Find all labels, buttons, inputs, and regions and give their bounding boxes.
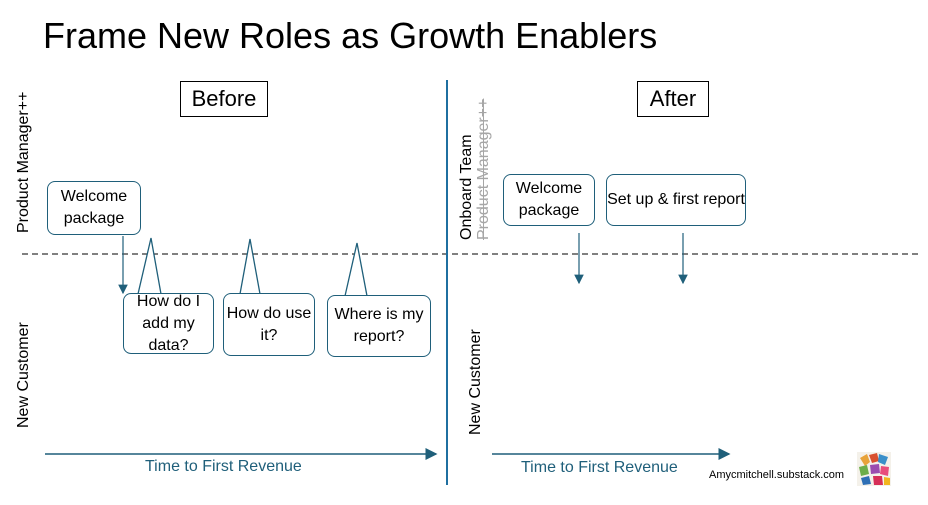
- question-text-1: How do I add my data?: [136, 292, 201, 354]
- before-label: Before: [180, 81, 268, 117]
- after-axis-label: Time to First Revenue: [521, 459, 678, 476]
- before-axis-label: Time to First Revenue: [145, 458, 302, 475]
- after-setup-report-text: Set up & first report: [607, 191, 745, 208]
- question-text-3: Where is my report?: [334, 306, 424, 345]
- after-welcome-package-text: Welcome package: [515, 180, 583, 219]
- before-lane-bottom-label: New Customer: [15, 322, 32, 428]
- callout-tail-3: [344, 242, 368, 297]
- before-lane-top-label: Product Manager++: [15, 91, 32, 233]
- question-callout-1: How do I add my data?: [123, 293, 214, 354]
- slide-title: Frame New Roles as Growth Enablers: [43, 15, 658, 56]
- hands-logo-icon: [857, 452, 891, 486]
- after-lane-bottom-label: New Customer: [467, 329, 484, 435]
- question-callout-3: Where is my report?: [327, 295, 431, 357]
- callout-tail-2: [239, 238, 261, 295]
- question-callout-2: How do use it?: [223, 293, 315, 356]
- after-label: After: [637, 81, 709, 117]
- question-text-2: How do use it?: [226, 304, 312, 344]
- callout-tail-1: [137, 237, 162, 295]
- after-lane-top-struck-label: Product Manager++: [475, 98, 492, 240]
- before-welcome-package-text: Welcome package: [60, 188, 128, 227]
- after-welcome-package-node: Welcome package: [503, 174, 595, 226]
- before-welcome-package-node: Welcome package: [47, 181, 141, 235]
- credit-text: Amycmitchell.substack.com: [709, 469, 845, 481]
- after-setup-report-node: Set up & first report: [606, 174, 746, 226]
